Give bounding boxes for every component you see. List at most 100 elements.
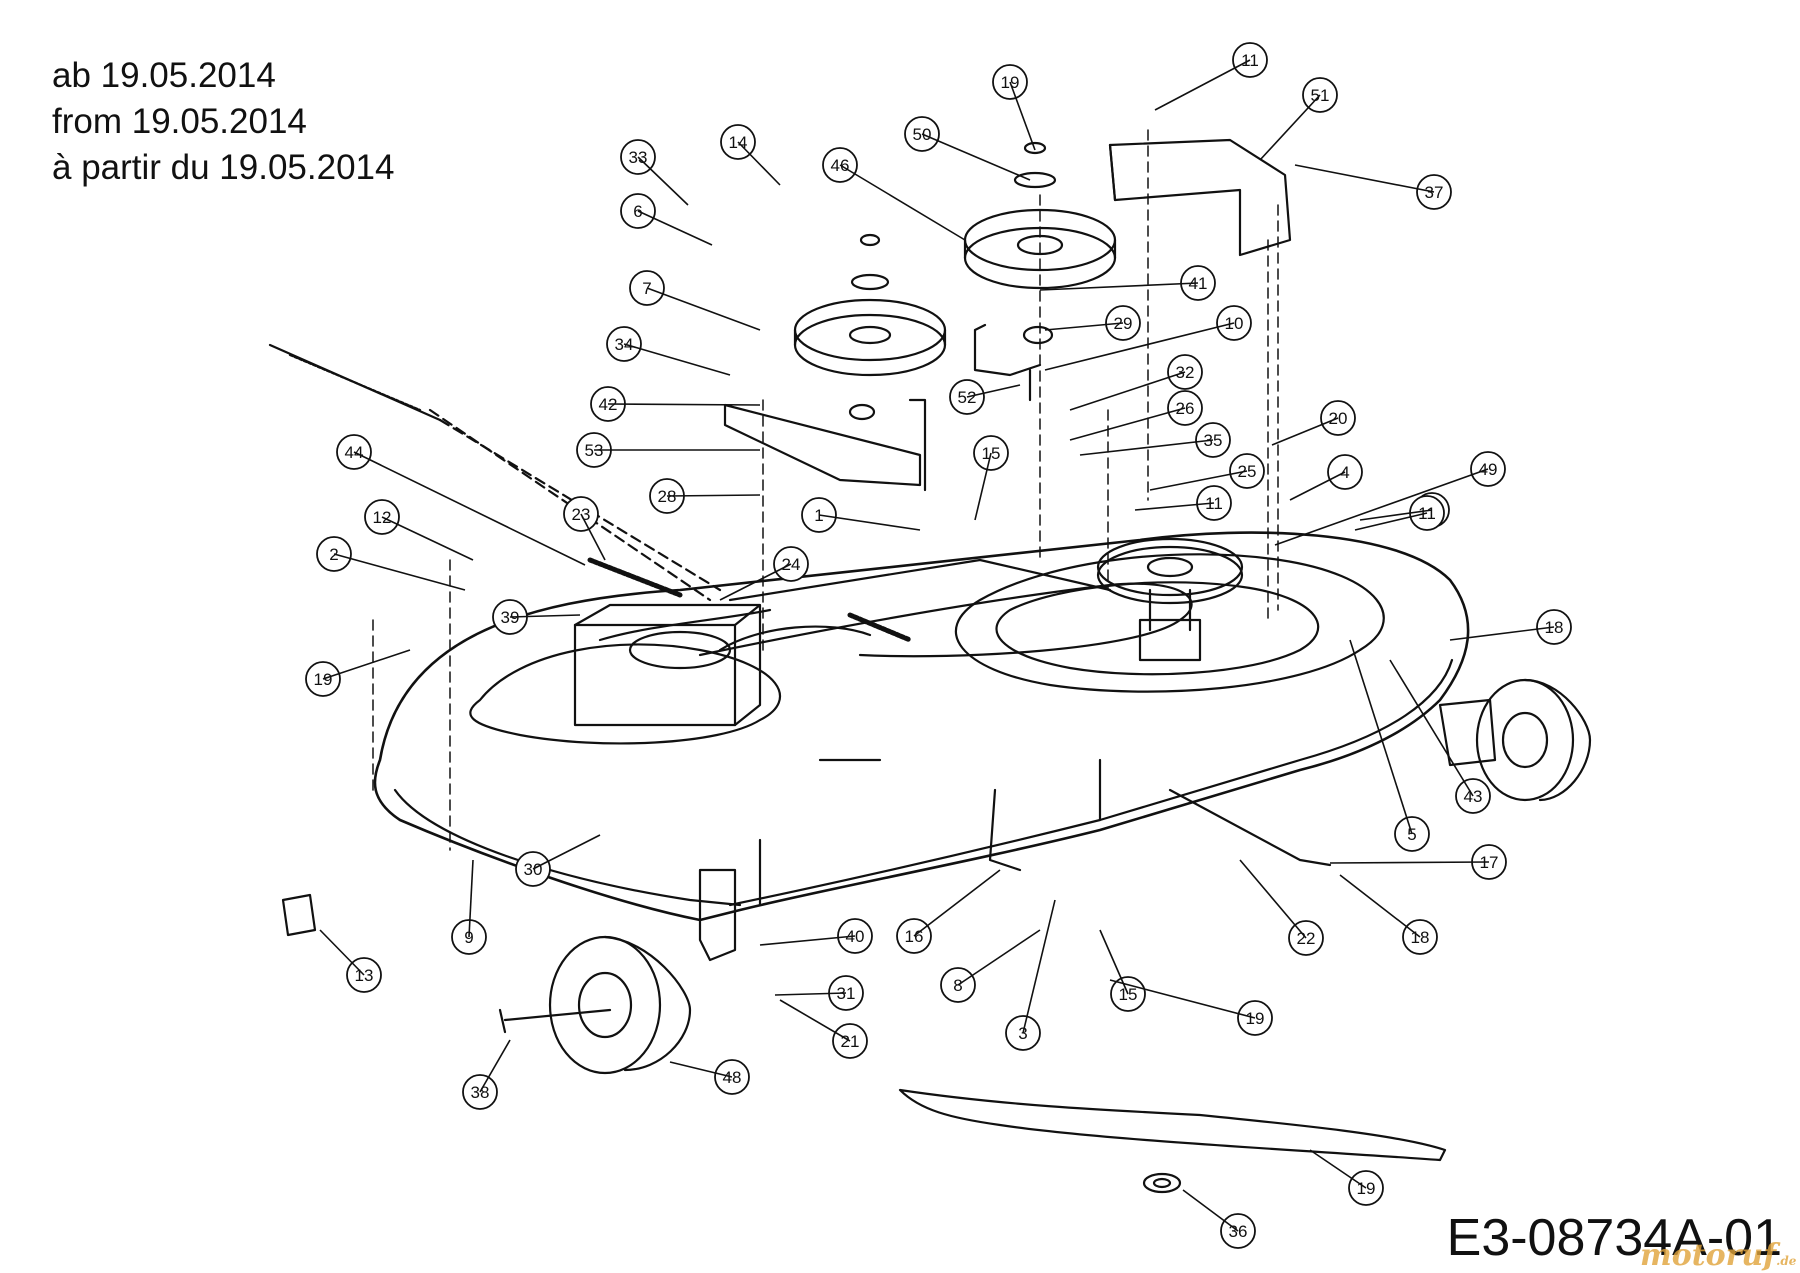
callout-leader-4 — [1289, 471, 1346, 501]
callout-leader-11 — [1154, 59, 1251, 111]
callout-leader-7 — [646, 287, 761, 331]
callout-leader-26 — [1069, 407, 1186, 441]
callout-leader-11 — [1134, 502, 1215, 511]
callout-label-22: 22 — [1297, 929, 1316, 948]
axle-bolt — [498, 1008, 612, 1034]
callout-leader-15 — [974, 452, 992, 521]
callout-label-8: 8 — [953, 976, 962, 995]
watermark-logo: motoruf.de — [1640, 1238, 1797, 1273]
wheel-bracket-left — [698, 868, 737, 962]
callout-label-43: 43 — [1464, 787, 1483, 806]
callout-leader-5 — [1349, 639, 1413, 835]
callout-leader-30 — [532, 834, 601, 870]
callout-leader-18 — [1449, 626, 1555, 641]
callout-leader-11 — [1354, 512, 1428, 531]
callout-leader-12 — [381, 516, 474, 561]
blade-nut — [1142, 1172, 1182, 1194]
callout-leader-22 — [1239, 859, 1307, 939]
callout-leader-50 — [921, 133, 1031, 181]
callout-leader-42 — [607, 403, 761, 406]
callout-leader-3 — [1022, 899, 1056, 1034]
mount-bracket — [1108, 138, 1292, 257]
callout-leader-48 — [669, 1061, 733, 1078]
callout-leader-34 — [623, 343, 731, 376]
callout-leader-38 — [479, 1039, 511, 1093]
callout-leader-37 — [1294, 164, 1435, 193]
callout-leader-29 — [1044, 322, 1124, 331]
callout-leader-23 — [580, 513, 606, 561]
callout-label-19: 19 — [314, 670, 333, 689]
callout-leader-13 — [319, 929, 365, 976]
validity-date-fr: à partir du 19.05.2014 — [52, 148, 395, 187]
callout-leader-18 — [1339, 874, 1421, 938]
callout-leader-16 — [913, 869, 1001, 937]
rod-main — [728, 558, 1112, 602]
belt-routing — [598, 582, 1193, 658]
callout-label-19: 19 — [1246, 1009, 1265, 1028]
callout-leader-36 — [1182, 1189, 1239, 1232]
callout-leader-19 — [1109, 979, 1256, 1019]
callout-label-39: 39 — [501, 608, 520, 627]
rod-3 — [988, 788, 1022, 872]
callout-leader-19 — [1009, 81, 1036, 151]
validity-date-de: ab 19.05.2014 — [52, 56, 276, 95]
callout-leader-46 — [839, 164, 966, 241]
callout-leader-43 — [1389, 659, 1474, 797]
callout-leader-20 — [1271, 417, 1339, 446]
callout-leader-1 — [818, 514, 921, 531]
right-spindle-pulley — [1096, 537, 1244, 662]
callout-leaders — [319, 59, 1555, 1232]
callout-leader-17 — [1329, 861, 1490, 864]
callout-leader-40 — [759, 935, 856, 946]
callout-leader-25 — [1149, 470, 1248, 491]
callout-leader-35 — [1079, 439, 1214, 456]
callout-leader-2 — [333, 553, 466, 591]
callout-label-19: 19 — [1357, 1179, 1376, 1198]
callout-leader-31 — [774, 992, 847, 996]
rod-38 — [1168, 788, 1332, 867]
cutting-blade — [898, 1088, 1447, 1162]
callout-label-30: 30 — [524, 860, 543, 879]
callout-label-52: 52 — [958, 388, 977, 407]
callout-leader-41 — [1039, 282, 1199, 291]
callout-leader-44 — [353, 451, 586, 566]
callout-leader-27 — [1359, 509, 1433, 521]
callout-leader-19 — [1309, 1149, 1367, 1189]
callout-leader-21 — [779, 999, 851, 1042]
callout-label-18: 18 — [1411, 928, 1430, 947]
callout-label-9: 9 — [464, 928, 473, 947]
callout-label-15: 15 — [1119, 985, 1138, 1004]
idler-arm-plate — [723, 398, 927, 492]
callout-leader-10 — [1044, 322, 1235, 371]
callout-leader-32 — [1069, 371, 1186, 411]
callout-leader-39 — [509, 614, 581, 618]
callout-leader-24 — [719, 563, 792, 601]
callout-leader-28 — [666, 494, 761, 497]
spring-43 — [847, 612, 913, 643]
callout-leader-33 — [637, 156, 689, 206]
callout-leader-6 — [637, 210, 713, 246]
left-idler-pulley — [793, 233, 947, 421]
rear-right-wheel — [1475, 678, 1592, 802]
callout-label-28: 28 — [658, 487, 677, 506]
callout-label-48: 48 — [723, 1068, 742, 1087]
callout-leader-14 — [737, 141, 781, 186]
front-left-wheel — [548, 935, 692, 1075]
bracket-48 — [281, 893, 317, 937]
idler-bracket — [973, 323, 1042, 377]
callout-label-38: 38 — [471, 1083, 490, 1102]
callout-label-16: 16 — [905, 927, 924, 946]
callout-leader-51 — [1259, 94, 1321, 161]
callout-leader-52 — [966, 384, 1021, 398]
callout-label-37: 37 — [1425, 183, 1444, 202]
spring-25 — [587, 557, 683, 598]
callout-leader-9 — [468, 859, 474, 938]
callout-label-36: 36 — [1229, 1222, 1248, 1241]
callout-label-21: 21 — [841, 1032, 860, 1051]
callout-leader-8 — [957, 929, 1041, 986]
wheel-bracket-right — [1438, 698, 1497, 767]
validity-date-en: from 19.05.2014 — [52, 102, 307, 141]
left-spindle-housing — [573, 603, 762, 727]
callout-leader-19 — [322, 649, 411, 680]
